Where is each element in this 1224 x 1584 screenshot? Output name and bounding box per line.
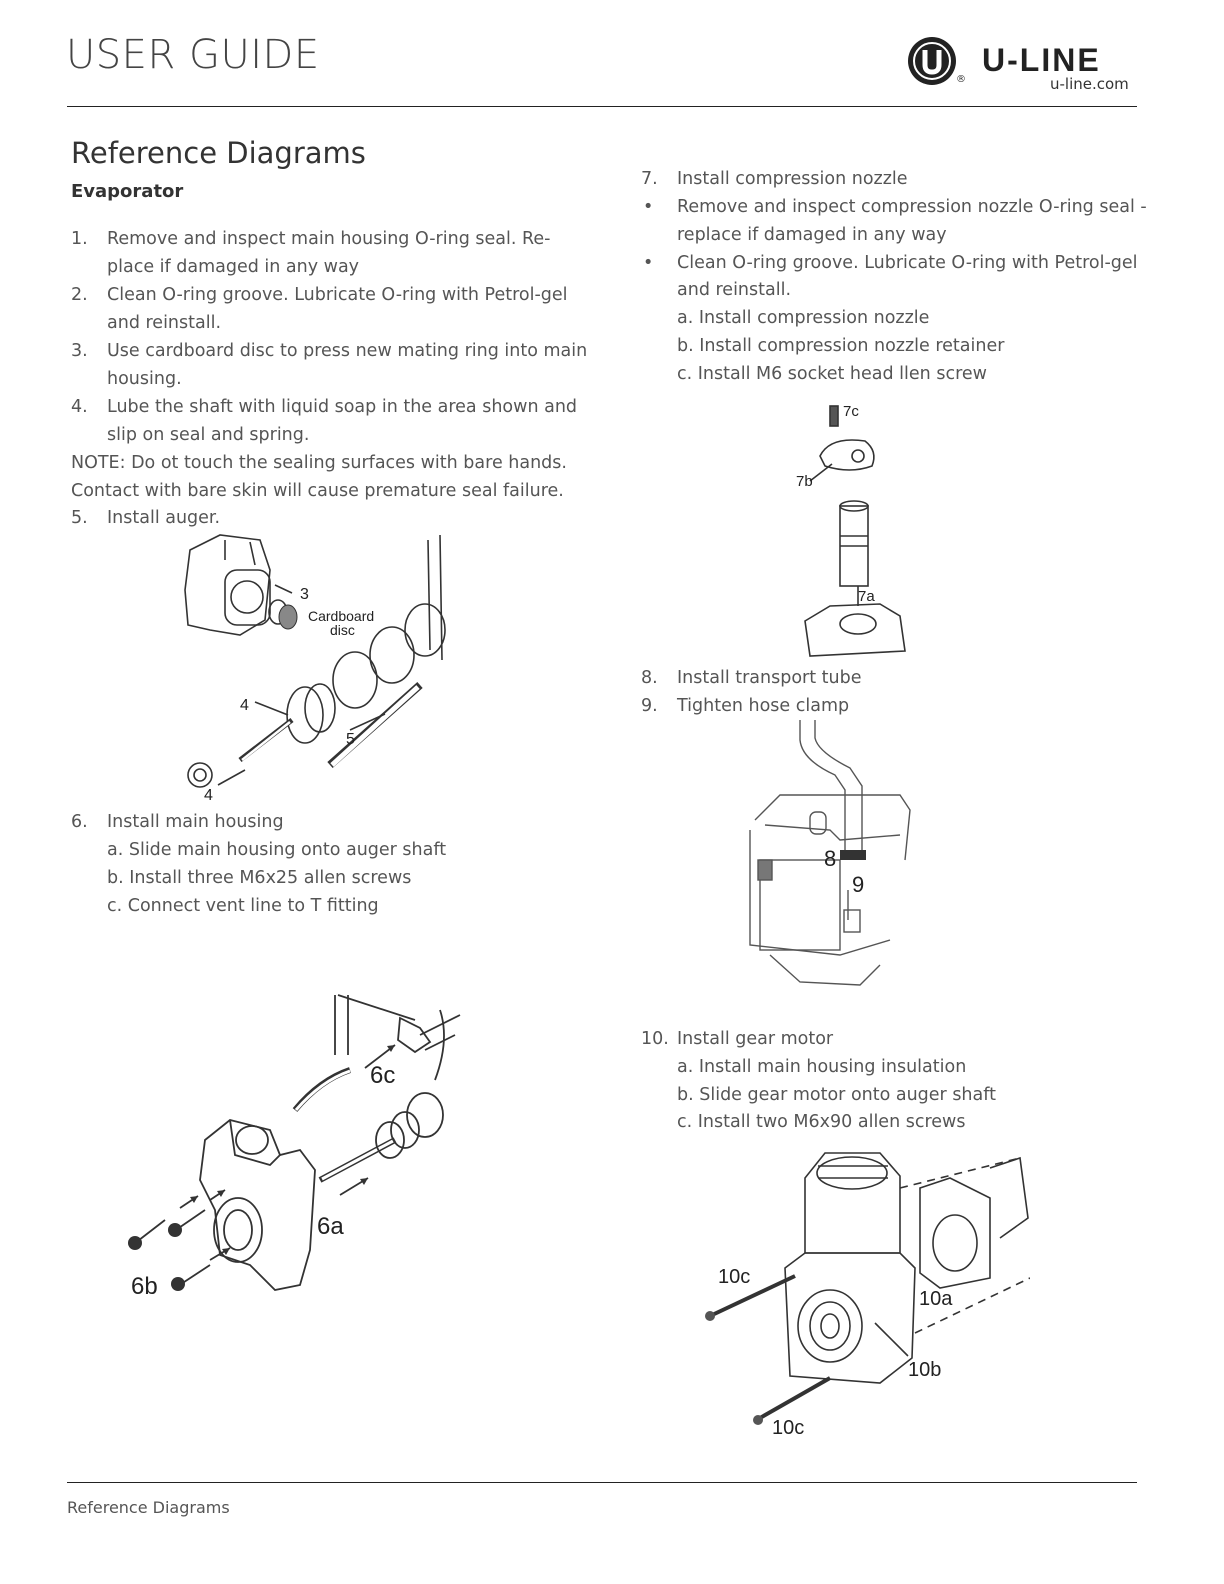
housing-diagram: 6c 6a 6b — [128, 994, 461, 1300]
step-number: 5. — [71, 508, 88, 528]
step-number: 8. — [641, 668, 658, 688]
substep-text: a. Install compression nozzle — [677, 308, 930, 328]
step-text: Install transport tube — [677, 668, 862, 688]
gear-motor-diagram: 10c 10a 10b 10c — [705, 1152, 1030, 1438]
step-number: 4. — [71, 397, 88, 417]
step-text: and reinstall. — [107, 313, 222, 333]
motor-label-10c-top: 10c — [718, 1266, 750, 1288]
auger-label-cardboard: Cardboard — [308, 608, 374, 624]
substep-text: c. Install M6 socket head llen screw — [677, 364, 987, 384]
step-text: housing. — [107, 369, 182, 389]
transport-tube-diagram: 8 9 — [749, 720, 911, 986]
nozzle-diagram: 7c 7b 7a — [796, 403, 906, 657]
step-text: Clean O-ring groove. Lubricate O-ring wi… — [107, 285, 568, 305]
subsection-title: Evaporator — [71, 181, 184, 202]
step-number: 9. — [641, 696, 658, 716]
housing-label-6b: 6b — [131, 1273, 158, 1300]
note-text: Contact with bare skin will cause premat… — [71, 481, 564, 501]
logo-url: u-line.com — [1050, 75, 1129, 93]
bullet-text: and reinstall. — [677, 280, 792, 300]
tube-label-9: 9 — [852, 872, 864, 897]
footer-divider — [67, 1482, 1137, 1483]
logo-wordmark: U-LINE — [982, 42, 1101, 78]
housing-label-6a: 6a — [317, 1213, 344, 1240]
step-text: Use cardboard disc to press new mating r… — [107, 341, 588, 361]
auger-label-3: 3 — [300, 586, 309, 603]
step-text: Tighten hose clamp — [677, 696, 850, 716]
step-text: Install compression nozzle — [677, 169, 908, 189]
tube-label-8: 8 — [824, 846, 836, 871]
auger-label-4: 4 — [240, 697, 249, 714]
motor-label-10b: 10b — [908, 1359, 941, 1381]
nozzle-label-7a: 7a — [858, 588, 875, 605]
footer-section-label: Reference Diagrams — [67, 1498, 230, 1517]
note-text: NOTE: Do ot touch the sealing surfaces w… — [71, 453, 567, 473]
housing-label-6c: 6c — [370, 1062, 395, 1089]
substep-text: a. Slide main housing onto auger shaft — [107, 840, 447, 860]
step-text: Lube the shaft with liquid soap in the a… — [107, 397, 578, 417]
substep-text: b. Install compression nozzle retainer — [677, 336, 1005, 356]
substep-text: c. Connect vent line to T fitting — [107, 896, 379, 916]
bullet-text: Clean O-ring groove. Lubricate O-ring wi… — [677, 253, 1138, 273]
uline-logo-icon — [908, 37, 956, 85]
step-text: slip on seal and spring. — [107, 425, 310, 445]
step-number: 10. — [641, 1029, 669, 1049]
bullet-text: replace if damaged in any way — [677, 225, 947, 245]
step-text: Install auger. — [107, 508, 221, 528]
substep-text: c. Install two M6x90 allen screws — [677, 1112, 966, 1132]
step-number: 7. — [641, 169, 658, 189]
step-text: Install main housing — [107, 812, 284, 832]
housing-outline — [184, 534, 271, 636]
substep-text: a. Install main housing insulation — [677, 1057, 967, 1077]
substep-text: b. Install three M6x25 allen screws — [107, 868, 412, 888]
auger-label-disc: disc — [330, 622, 355, 638]
step-number: 1. — [71, 229, 88, 249]
auger-diagram: 3 Cardboard disc 4 5 4 — [184, 534, 446, 804]
guide-title: USER GUIDE — [66, 32, 320, 78]
registered-mark: ® — [956, 74, 966, 85]
nozzle-label-7c: 7c — [843, 403, 859, 420]
step-number: 3. — [71, 341, 88, 361]
header-divider — [67, 106, 1137, 107]
nozzle-label-7b: 7b — [796, 473, 813, 490]
motor-label-10c-bottom: 10c — [772, 1417, 804, 1438]
step-number: 6. — [71, 812, 88, 832]
auger-label-5: 5 — [346, 731, 355, 748]
substep-text: b. Slide gear motor onto auger shaft — [677, 1085, 996, 1105]
bullet-text: Remove and inspect compression nozzle O-… — [677, 197, 1147, 217]
auger-label-4b: 4 — [204, 787, 213, 804]
step-text: place if damaged in any way — [107, 257, 360, 277]
motor-label-10a: 10a — [919, 1288, 953, 1310]
step-text: Remove and inspect main housing O-ring s… — [107, 229, 551, 249]
bullet-icon: • — [643, 253, 654, 273]
bullet-icon: • — [643, 197, 654, 217]
step-text: Install gear motor — [677, 1029, 834, 1049]
step-number: 2. — [71, 285, 88, 305]
section-title: Reference Diagrams — [71, 136, 366, 170]
